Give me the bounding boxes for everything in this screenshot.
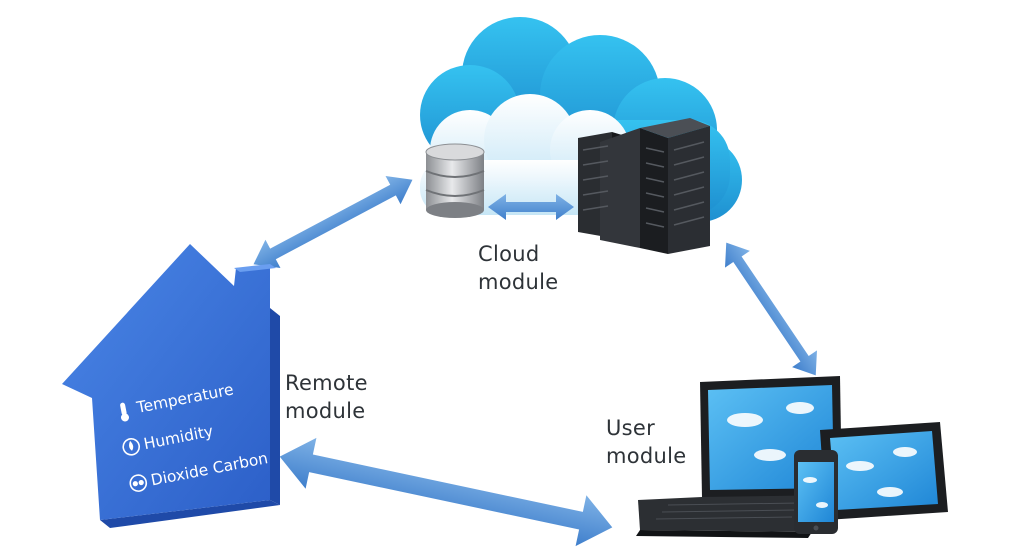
thermometer-icon [120,402,130,422]
database-icon [425,143,485,218]
tablet-icon [820,422,948,520]
user-module-label: User module [606,414,687,470]
droplet-icon [122,438,141,456]
user-module-line2: module [606,444,687,468]
remote-module-label: Remote module [285,369,368,425]
phone-icon [794,450,838,534]
remote-module-line2: module [285,399,366,423]
house-icon [62,244,280,528]
user-module-line1: User [606,416,656,440]
cloud-module-line2: module [478,270,559,294]
co2-icon [129,474,148,492]
cloud-module-line1: Cloud [478,242,540,266]
house-user-arrow [279,437,613,547]
db-server-arrow [488,194,574,220]
server-rack-icon [578,118,710,254]
cloud-user-arrow [725,242,817,376]
cloud-module-label: Cloud module [478,240,559,296]
house-cloud-arrow [253,175,413,269]
remote-module-line1: Remote [285,371,368,395]
